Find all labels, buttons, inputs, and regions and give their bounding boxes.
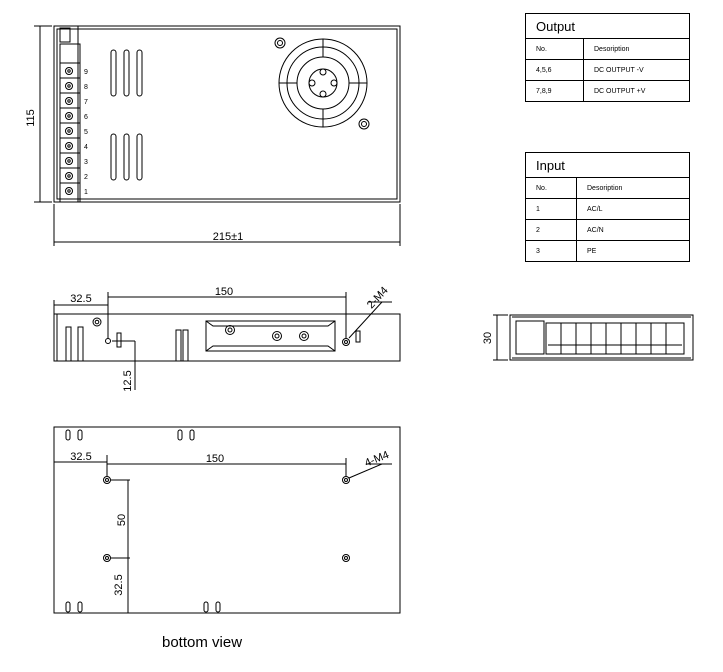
terminal-label: 9 — [84, 69, 88, 76]
bottom-view-caption: bottom view — [162, 634, 243, 651]
terminal-label: 2 — [84, 174, 88, 181]
table-row: 7,8,9 DC OUTPUT +V — [525, 80, 690, 102]
terminal-labels: 9 8 7 6 5 4 3 2 1 — [84, 69, 88, 196]
terminal-label: 5 — [84, 129, 88, 136]
dim-side-12-5: 12.5 — [122, 370, 134, 391]
output-header-description: Desoription — [583, 38, 690, 60]
input-cell: AC/N — [576, 219, 690, 241]
output-header-no: No. — [525, 38, 584, 60]
output-table: Output No. Desoription 4,5,6 DC OUTPUT -… — [525, 13, 690, 102]
dim-side-32-5: 32.5 — [70, 293, 91, 305]
dim-bottom-150: 150 — [206, 453, 224, 465]
input-table-title: Input — [525, 152, 690, 178]
terminal-screws — [60, 62, 80, 195]
dim-height-115: 115 — [25, 109, 37, 127]
input-cell: 2 — [525, 219, 577, 241]
input-cell: 3 — [525, 240, 577, 262]
dim-bottom-32-5-v: 32.5 — [113, 574, 125, 595]
table-row: 4,5,6 DC OUTPUT -V — [525, 59, 690, 81]
end-view — [493, 314, 694, 361]
dim-end-30: 30 — [482, 332, 494, 344]
side-view — [53, 292, 401, 390]
input-cell: PE — [576, 240, 690, 262]
output-cell: 7,8,9 — [525, 80, 584, 102]
top-view — [34, 25, 401, 246]
output-cell: 4,5,6 — [525, 59, 584, 81]
input-header-description: Desoription — [576, 177, 690, 199]
terminal-label: 3 — [84, 159, 88, 166]
terminal-label: 7 — [84, 99, 88, 106]
table-row: 2 AC/N — [525, 219, 690, 241]
vent-slots — [110, 49, 143, 181]
input-cell: AC/L — [576, 198, 690, 220]
bottom-view — [53, 426, 401, 614]
terminal-label: 1 — [84, 189, 88, 196]
output-cell: DC OUTPUT -V — [583, 59, 690, 81]
dim-bottom-50: 50 — [116, 514, 128, 526]
output-table-title: Output — [525, 13, 690, 39]
table-row: 1 AC/L — [525, 198, 690, 220]
terminal-label: 4 — [84, 144, 88, 151]
input-table: Input No. Desoription 1 AC/L 2 AC/N 3 PE — [525, 152, 690, 262]
dim-side-150: 150 — [215, 286, 233, 298]
dim-length-215: 215±1 — [213, 231, 244, 243]
terminal-label: 8 — [84, 84, 88, 91]
table-row: 3 PE — [525, 240, 690, 262]
fan-grille — [274, 37, 370, 130]
dim-bottom-32-5-h: 32.5 — [70, 451, 91, 463]
input-header-no: No. — [525, 177, 577, 199]
output-cell: DC OUTPUT +V — [583, 80, 690, 102]
input-cell: 1 — [525, 198, 577, 220]
terminal-label: 6 — [84, 114, 88, 121]
